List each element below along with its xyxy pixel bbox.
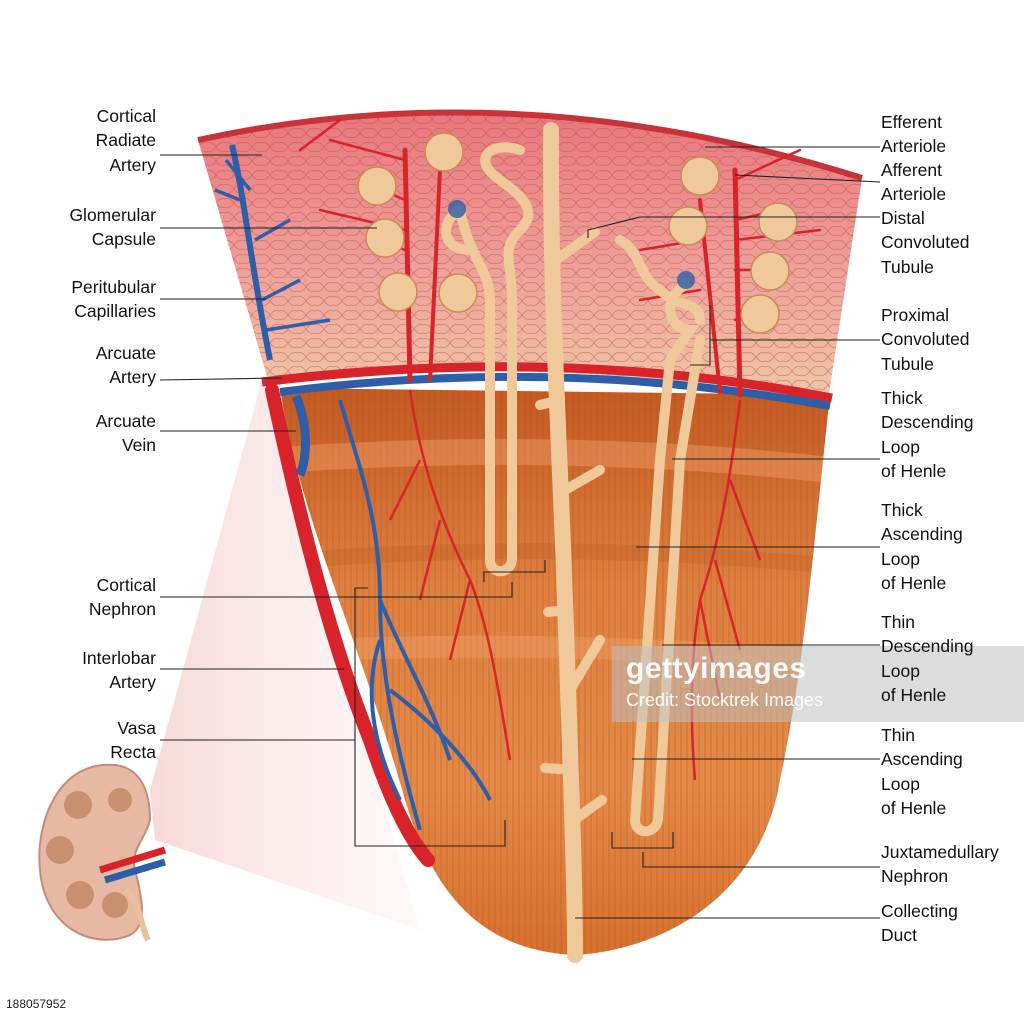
- collecting-duct-tube: [542, 122, 583, 963]
- label-juxtamedullary-nephron: Juxtamedullary Nephron: [881, 842, 999, 887]
- interlobar-vein-vessel: [291, 394, 310, 477]
- juxtamedullary-nephron-tubule: [615, 235, 705, 837]
- label-interlobar-artery: Interlobar Artery: [82, 648, 156, 693]
- label-thin-descending-loop: Thin Descending Loop of Henle: [881, 612, 974, 705]
- mini-kidney: [38, 763, 167, 942]
- label-thick-descending-loop: Thick Descending Loop of Henle: [881, 388, 974, 481]
- label-distal-convoluted-tubule: Distal Convoluted Tubule: [881, 208, 970, 277]
- label-peritubular-capillaries: Peritubular Capillaries: [71, 277, 156, 322]
- watermark-brand: gettyimages: [626, 652, 807, 685]
- label-afferent-arteriole: Afferent Arteriole: [881, 160, 947, 205]
- label-glomerular-capsule: Glomerular Capsule: [69, 205, 156, 250]
- magnification-fan: [150, 380, 420, 930]
- label-arcuate-vein: Arcuate Vein: [95, 411, 156, 456]
- label-vasa-recta: Vasa Recta: [110, 718, 156, 763]
- interlobar-artery-vessel: [265, 383, 435, 867]
- label-thin-ascending-loop: Thin Ascending Loop of Henle: [881, 725, 963, 818]
- label-cortical-nephron: Cortical Nephron: [88, 575, 156, 620]
- watermark-band: [612, 646, 1024, 722]
- glomerular-capsules: [357, 132, 798, 334]
- vasa-recta-vessels: [338, 399, 492, 831]
- label-thick-ascending-loop: Thick Ascending Loop of Henle: [881, 500, 963, 593]
- label-collecting-duct: Collecting Duct: [881, 901, 958, 946]
- label-proximal-convoluted-tubule: Proximal Convoluted Tubule: [881, 305, 970, 374]
- watermark-image-id: 188057952: [3, 996, 70, 1012]
- label-efferent-arteriole: Efferent Arteriole: [881, 112, 947, 157]
- label-arcuate-artery: Arcuate Artery: [95, 343, 156, 388]
- label-cortical-radiate-artery: Cortical Radiate Artery: [95, 106, 156, 175]
- watermark-credit: Credit: Stocktrek Images: [626, 690, 824, 710]
- leader-lines: [159, 146, 881, 919]
